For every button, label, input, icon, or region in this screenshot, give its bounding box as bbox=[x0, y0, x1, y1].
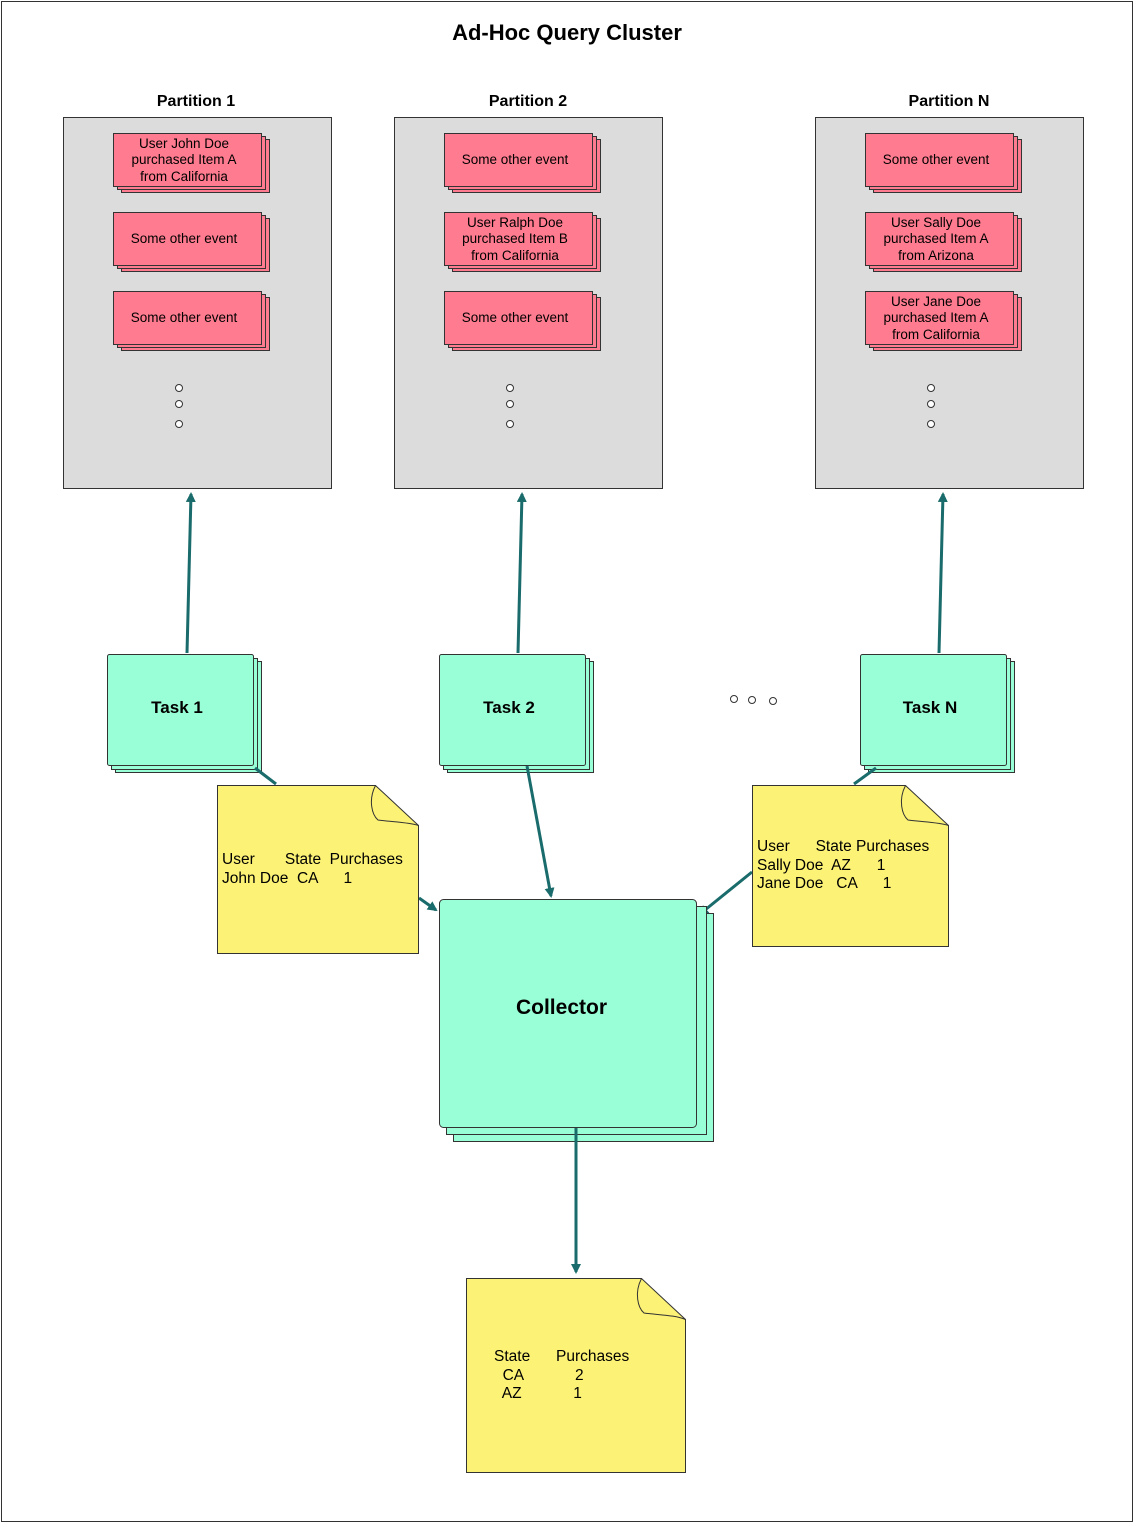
partition-title-n: Partition N bbox=[908, 93, 990, 110]
task-cards bbox=[107, 654, 1015, 773]
note-task1 bbox=[217, 785, 419, 954]
note-taskn-text: User State Purchases Sally Doe AZ 1 Jane… bbox=[757, 838, 930, 892]
event-card bbox=[444, 212, 593, 266]
note-taskn bbox=[752, 785, 949, 947]
event-cards bbox=[113, 133, 1022, 351]
event-label: User Sally Doe purchased Item A from Ari… bbox=[883, 214, 989, 263]
partition-title-2: Partition 2 bbox=[488, 93, 568, 110]
event-label: User Ralph Doe purchased Item B from Cal… bbox=[462, 214, 568, 263]
event-card bbox=[865, 133, 1014, 187]
event-label: Some other event bbox=[130, 231, 238, 247]
task-ellipsis bbox=[730, 695, 777, 705]
event-label: User Jane Doe purchased Item A from Cali… bbox=[883, 293, 989, 342]
event-card bbox=[444, 133, 593, 187]
partition-title-1: Partition 1 bbox=[156, 93, 236, 110]
task-label-n: Task N bbox=[902, 697, 958, 717]
note-task1-text: User State Purchases John Doe CA 1 bbox=[222, 851, 403, 887]
event-label: Some other event bbox=[461, 152, 569, 168]
diagram-title: Ad-Hoc Query Cluster bbox=[452, 20, 682, 45]
event-card bbox=[113, 212, 262, 266]
event-label: User John Doe purchased Item A from Cali… bbox=[131, 135, 237, 184]
note-taskn-fold bbox=[900, 785, 949, 826]
event-card bbox=[444, 291, 593, 345]
event-card bbox=[113, 291, 262, 345]
collector-label: Collector bbox=[515, 995, 607, 1019]
event-label: Some other event bbox=[882, 152, 990, 168]
result-doc-fold bbox=[636, 1278, 686, 1320]
partition-ellipsis bbox=[175, 384, 935, 428]
task-label-1: Task 1 bbox=[151, 697, 203, 717]
event-label: Some other event bbox=[130, 310, 238, 326]
result-text: State Purchases CA 2 AZ 1 bbox=[494, 1348, 630, 1402]
note-task1-fold bbox=[370, 785, 419, 826]
collector-card bbox=[439, 899, 714, 1142]
event-card bbox=[865, 212, 1014, 266]
event-card bbox=[113, 133, 262, 187]
result-doc bbox=[466, 1278, 686, 1473]
event-label: Some other event bbox=[461, 310, 569, 326]
event-card bbox=[865, 291, 1014, 345]
task-label-2: Task 2 bbox=[483, 697, 535, 717]
query-arrows bbox=[185, 492, 948, 654]
collect-arrows bbox=[254, 765, 877, 916]
